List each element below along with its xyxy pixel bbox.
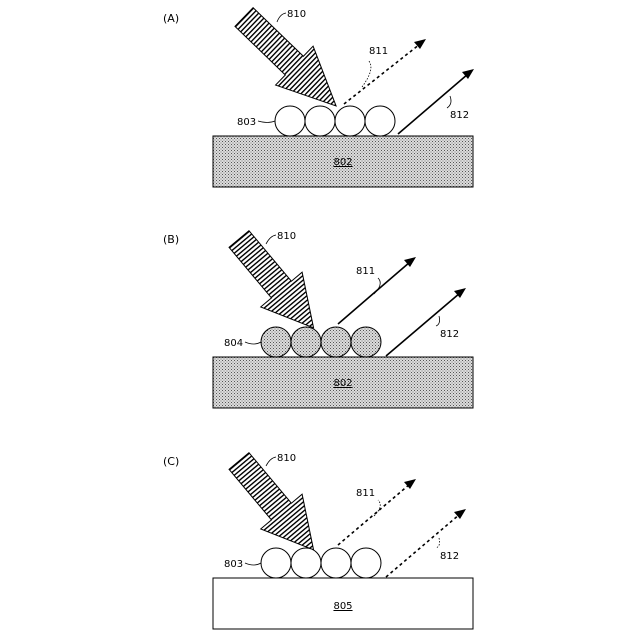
- leader-line: [436, 316, 440, 326]
- substrate-label: 802: [333, 378, 352, 389]
- particle: [365, 106, 395, 136]
- reflected-ray-812: [386, 514, 460, 577]
- ray2-label: 812: [440, 551, 459, 562]
- particle: [261, 327, 291, 357]
- leader-line: [266, 235, 276, 244]
- ray2-label: 812: [440, 329, 459, 340]
- ray1-label: 811: [369, 46, 388, 57]
- leader-line: [362, 60, 371, 87]
- panel-a: (A) 810 811 812 803 802: [163, 0, 474, 187]
- leader-line: [266, 457, 276, 466]
- particle-row: [275, 106, 395, 136]
- leader-line: [436, 538, 440, 548]
- particle-row: [261, 327, 381, 357]
- ray1-label: 811: [356, 488, 375, 499]
- panel-label: (A): [163, 12, 179, 25]
- particle: [335, 106, 365, 136]
- arrowhead: [404, 479, 416, 489]
- reflected-ray-812: [386, 293, 460, 356]
- particle: [305, 106, 335, 136]
- particle: [321, 327, 351, 357]
- particle-row: [261, 548, 381, 578]
- panel-label: (C): [163, 455, 179, 468]
- particle: [261, 548, 291, 578]
- panel-label: (B): [163, 233, 179, 246]
- particle-label: 804: [224, 338, 243, 349]
- leader-line: [245, 342, 261, 344]
- particle: [275, 106, 305, 136]
- particle: [291, 327, 321, 357]
- particle-label: 803: [224, 559, 243, 570]
- substrate-label: 805: [333, 601, 352, 612]
- substrate-label: 802: [333, 157, 352, 168]
- leader-line: [447, 96, 451, 108]
- particle-label: 803: [237, 117, 256, 128]
- leader-line: [258, 121, 275, 123]
- panel-c: (C) 810 811 812 803 805: [163, 444, 473, 629]
- particle: [351, 548, 381, 578]
- beam-label: 810: [277, 231, 296, 242]
- particle: [291, 548, 321, 578]
- reflected-ray-812: [398, 74, 468, 134]
- beam-label: 810: [277, 453, 296, 464]
- leader-line: [245, 563, 261, 565]
- ray1-label: 811: [356, 266, 375, 277]
- panel-b: (B) 810 811 812 804 802: [163, 222, 473, 408]
- particle: [351, 327, 381, 357]
- beam-label: 810: [287, 9, 306, 20]
- ray2-label: 812: [450, 110, 469, 121]
- leader-line: [277, 13, 286, 22]
- particle: [321, 548, 351, 578]
